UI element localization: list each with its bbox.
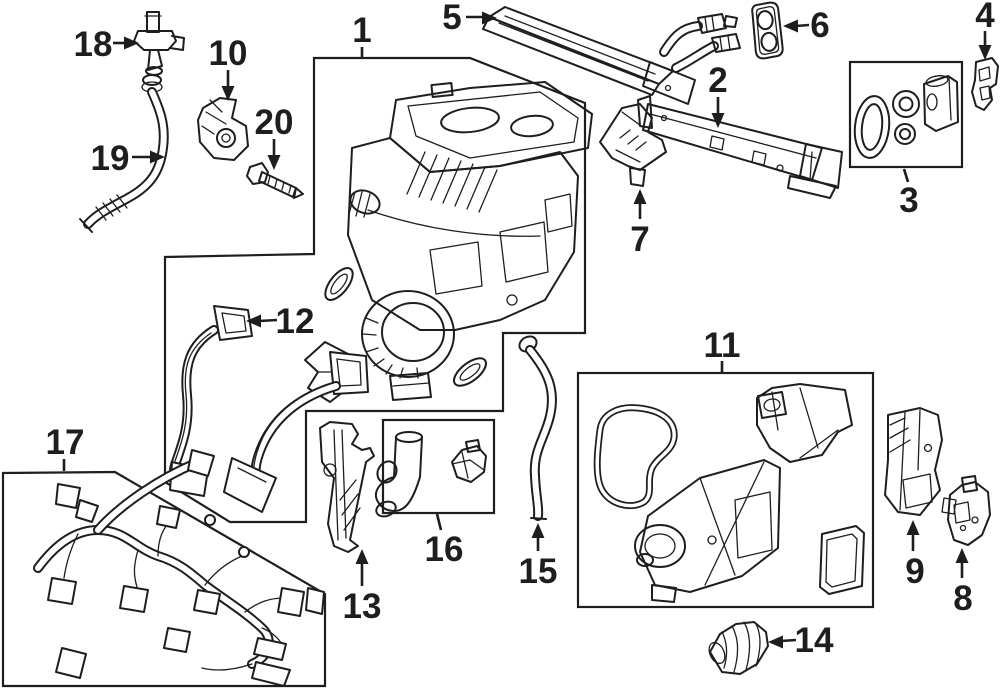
callout-4-label: 4	[975, 0, 995, 35]
part-14-drain-elbow-drawing	[708, 621, 769, 675]
callout-3-label: 3	[899, 181, 918, 220]
callout-16-label: 16	[425, 530, 464, 569]
group-box-3	[848, 60, 964, 169]
part-2-bracket-beam-drawing	[637, 95, 843, 199]
callout-9-label: 9	[905, 552, 924, 591]
callout-11-label: 11	[704, 326, 741, 365]
callout-1[interactable]: 1	[352, 11, 372, 57]
callout-10-arrow	[221, 86, 235, 101]
callout-20[interactable]: 20	[255, 103, 294, 170]
callout-5[interactable]: 5	[442, 0, 497, 37]
part-8-actuator-drawing	[941, 475, 991, 546]
callout-5-arrow	[482, 11, 497, 25]
part-13-bracket-drawing	[319, 421, 375, 553]
callout-17[interactable]: 17	[46, 423, 85, 471]
part-16-kit-drawing	[375, 431, 487, 518]
callout-8[interactable]: 8	[953, 548, 973, 618]
callout-12[interactable]: 12	[246, 302, 314, 341]
callout-15-arrow	[531, 523, 545, 538]
callout-8-label: 8	[953, 579, 972, 618]
callout-6-label: 6	[810, 6, 829, 45]
callout-6[interactable]: 6	[783, 6, 830, 45]
part-17-wire-harness-drawing	[33, 449, 325, 687]
callout-14-arrow	[768, 635, 783, 649]
group-box-17	[1, 470, 327, 688]
callout-10[interactable]: 10	[209, 34, 248, 101]
part-11-evaporator-assembly-drawing	[593, 383, 865, 603]
callout-15[interactable]: 15	[519, 523, 558, 591]
callout-20-arrow	[267, 155, 281, 170]
callout-5-label: 5	[442, 0, 461, 37]
part-5-heater-core-drawing	[482, 6, 741, 105]
part-10-bracket-drawing	[197, 97, 249, 161]
part-12-hoses-drawing	[168, 305, 369, 513]
callout-7-label: 7	[630, 220, 649, 259]
part-7-bracket-drawing	[599, 103, 667, 187]
part-19-hose-drawing	[79, 74, 169, 233]
callout-2[interactable]: 2	[708, 61, 728, 128]
callout-1-label: 1	[352, 11, 371, 50]
callout-9[interactable]: 9	[905, 520, 925, 591]
callout-19[interactable]: 19	[91, 139, 165, 178]
callout-19-label: 19	[91, 139, 130, 178]
part-9-bracket-drawing	[884, 407, 943, 516]
callout-2-arrow	[711, 113, 725, 128]
callout-16[interactable]: 16	[425, 513, 464, 569]
callout-12-arrow	[246, 314, 261, 328]
callout-13-arrow	[355, 549, 369, 564]
callout-7[interactable]: 7	[630, 189, 650, 259]
group-box-1	[163, 56, 587, 524]
callout-18-label: 18	[74, 25, 113, 64]
callout-18-arrow	[124, 36, 139, 50]
part-1-heater-unit-drawing	[304, 81, 593, 403]
part-15-drain-hose-drawing	[518, 335, 557, 521]
part-18-valve-drawing	[133, 11, 185, 76]
callout-19-arrow	[150, 150, 165, 164]
callout-9-arrow	[906, 520, 920, 535]
callout-15-label: 15	[519, 552, 558, 591]
callout-2-label: 2	[708, 61, 727, 100]
callout-14-label: 14	[795, 621, 834, 660]
callout-6-arrow	[783, 19, 798, 33]
part-20-bolt-drawing	[246, 162, 304, 199]
callout-8-arrow	[955, 548, 969, 563]
callout-4[interactable]: 4	[975, 0, 995, 60]
part-3-seal-kit-drawing	[853, 75, 959, 159]
callout-4-arrow	[978, 45, 992, 60]
callout-12-label: 12	[276, 302, 315, 341]
group-box-11	[576, 371, 875, 609]
part-4-valve-drawing	[971, 57, 999, 111]
callout-7-arrow	[633, 189, 647, 204]
callout-20-label: 20	[255, 103, 294, 142]
callout-13-label: 13	[343, 587, 382, 626]
callout-13[interactable]: 13	[343, 549, 382, 626]
callout-10-label: 10	[209, 34, 248, 73]
callout-14[interactable]: 14	[768, 621, 834, 660]
part-6-grommet-drawing	[751, 1, 784, 60]
callout-3[interactable]: 3	[899, 168, 919, 220]
callout-18[interactable]: 18	[74, 25, 139, 64]
callout-11[interactable]: 11	[704, 326, 741, 372]
callout-17-label: 17	[46, 423, 85, 462]
group-box-16	[381, 418, 496, 515]
